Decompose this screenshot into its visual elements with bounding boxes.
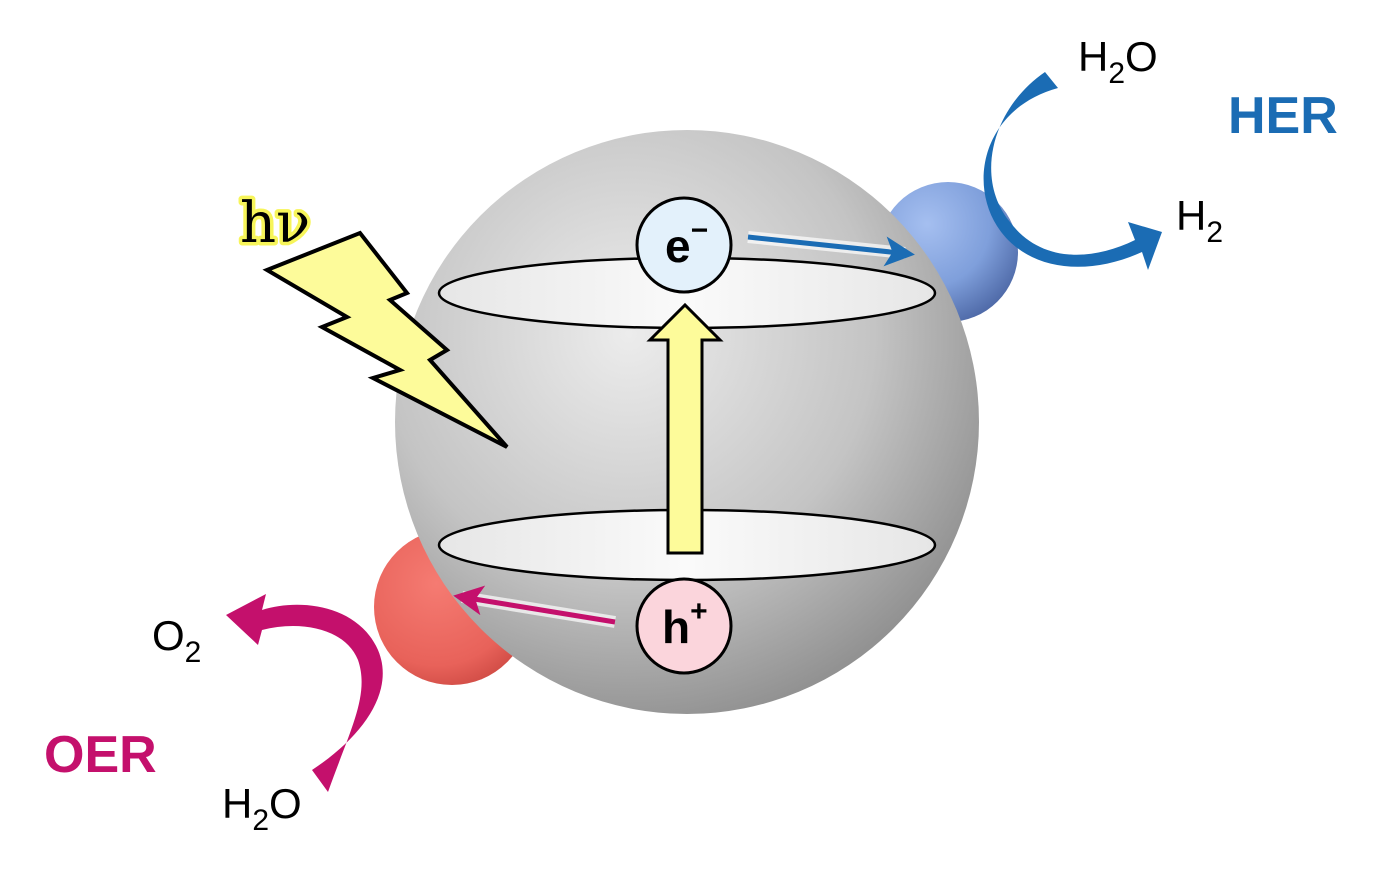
hole-transfer-arrow — [453, 585, 616, 625]
oer-reactant: H2O — [222, 780, 302, 837]
electron-badge: e− — [635, 196, 733, 294]
excitation-arrow — [646, 302, 724, 555]
hole-label: h — [662, 601, 690, 653]
hole-badge: h+ — [635, 577, 733, 675]
electron-sup: − — [691, 214, 709, 247]
hole-text: h+ — [662, 595, 708, 653]
oer-curved-arrow — [226, 594, 383, 792]
hole-sup: + — [690, 595, 708, 628]
her-label: HER — [1228, 87, 1338, 145]
oer-label: OER — [44, 726, 157, 784]
electron-transfer-arrow — [747, 234, 915, 267]
her-product: H2 — [1176, 192, 1223, 249]
photon-label: hν — [240, 191, 310, 256]
electron-text: e− — [665, 214, 708, 272]
oer-product: O2 — [152, 612, 201, 669]
her-curved-arrow — [983, 72, 1162, 270]
electron-label: e — [665, 220, 691, 272]
lightning-icon — [262, 230, 509, 449]
her-reactant: H2O — [1078, 33, 1158, 90]
